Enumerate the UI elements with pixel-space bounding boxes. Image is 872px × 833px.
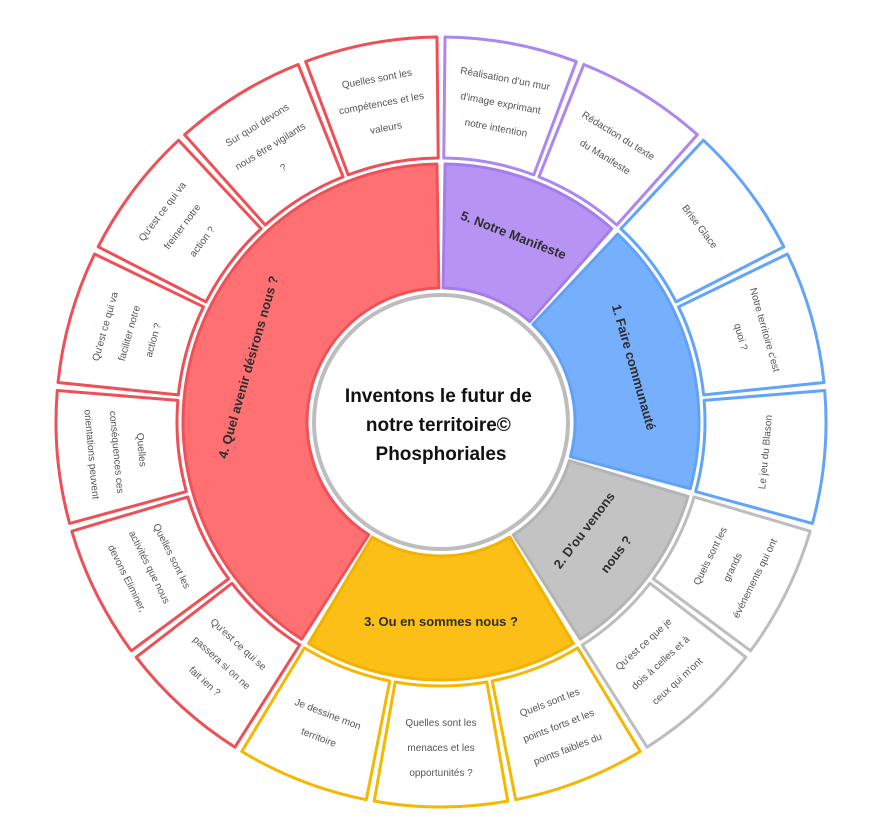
card-ring: Réalisation d'un murd'image exprimantnot… bbox=[54, 35, 828, 809]
sector-manifeste[interactable]: 5. Notre Manifeste bbox=[441, 162, 614, 324]
card-text: Quelles sont les menaces et les opportunit… bbox=[405, 718, 476, 779]
sector-shape[interactable] bbox=[181, 162, 441, 641]
card-shape[interactable] bbox=[490, 646, 642, 802]
card-text-line: Quelles bbox=[134, 432, 148, 467]
center-title-line: notre territoire© bbox=[366, 415, 511, 436]
card-origine[interactable]: Quels sont lesgrandsévénements qui ont bbox=[651, 495, 812, 653]
card-text-line: Quelles sont les bbox=[405, 718, 476, 729]
card-communaute[interactable]: Notre territoire c'estquoi ? bbox=[677, 252, 826, 397]
sector-shape[interactable] bbox=[441, 162, 614, 324]
card-avenir[interactable]: Quelles sont lescompétences et lesvaleur… bbox=[304, 35, 440, 177]
card-text-line: ? bbox=[279, 162, 290, 175]
card-shape[interactable] bbox=[694, 388, 828, 525]
card-avenir[interactable]: Quellesconséquences cesorientations peuv… bbox=[54, 388, 188, 525]
card-etat[interactable]: Quelles sont les menaces et les opportunit… bbox=[372, 680, 510, 809]
card-avenir[interactable]: Qu'est ce qui vafreiner notreaction ? bbox=[96, 138, 263, 304]
sector-origine[interactable]: 2. D'ou venonsnous ? bbox=[511, 459, 690, 641]
card-shape[interactable] bbox=[537, 62, 699, 227]
card-communaute[interactable]: Brise Glace bbox=[619, 138, 786, 304]
card-text-line: opportunités ? bbox=[409, 768, 473, 779]
card-text-line: menaces et les bbox=[407, 743, 474, 754]
card-avenir[interactable]: Sur quoi devonsnous être vigilants? bbox=[183, 62, 345, 227]
sector-shape[interactable] bbox=[307, 535, 575, 682]
card-shape[interactable] bbox=[677, 252, 826, 397]
card-shape[interactable] bbox=[240, 646, 392, 802]
card-shape[interactable] bbox=[651, 495, 812, 653]
card-shape[interactable] bbox=[56, 252, 205, 397]
card-shape[interactable] bbox=[304, 35, 440, 177]
sector-etat[interactable]: 3. Ou en sommes nous ? bbox=[307, 535, 575, 682]
center-title-line: Phosphoriales bbox=[376, 444, 507, 465]
sector-label-line: 3. Ou en sommes nous ? bbox=[364, 614, 518, 629]
card-shape[interactable] bbox=[96, 138, 263, 304]
card-shape[interactable] bbox=[619, 138, 786, 304]
sector-avenir[interactable]: 4. Quel avenir désirons nous ? bbox=[181, 162, 441, 641]
card-avenir[interactable]: Qu'est ce qui vafaciliter notreaction ? bbox=[56, 252, 205, 397]
card-etat[interactable]: Quels sont lespoints forts et lespoints … bbox=[490, 646, 642, 802]
sector-communaute[interactable]: 1. Faire communauté bbox=[531, 232, 701, 491]
card-shape[interactable] bbox=[580, 581, 748, 749]
sector-label: 3. Ou en sommes nous ? bbox=[364, 614, 518, 629]
card-origine[interactable]: Qu'est ce que jedois à celles et àceux q… bbox=[580, 581, 748, 749]
card-shape[interactable] bbox=[183, 62, 345, 227]
center-title: Inventons le futur de notre territoire© … bbox=[345, 386, 537, 465]
card-manifeste[interactable]: Rédaction du textedu Manifeste bbox=[537, 62, 699, 227]
card-shape[interactable] bbox=[70, 495, 231, 653]
card-manifeste[interactable]: Réalisation d'un murd'image exprimantnot… bbox=[442, 35, 578, 177]
card-etat[interactable]: Je dessine monterritoire bbox=[240, 646, 392, 802]
card-communaute[interactable]: Le jeu du Blason bbox=[694, 388, 828, 525]
card-shape[interactable] bbox=[442, 35, 578, 177]
center-circle bbox=[312, 293, 570, 551]
card-shape[interactable] bbox=[54, 388, 188, 525]
card-shape[interactable] bbox=[134, 581, 302, 749]
center-title-line: Inventons le futur de bbox=[345, 386, 532, 407]
sector-shape[interactable] bbox=[511, 459, 690, 641]
card-shape[interactable] bbox=[372, 680, 510, 809]
sector-shape[interactable] bbox=[531, 232, 701, 491]
card-avenir[interactable]: Quelles sont lesactivités que nousdevons… bbox=[70, 495, 231, 653]
card-avenir[interactable]: Qu'est ce qui sepassera si on nefait ïen… bbox=[134, 581, 302, 749]
